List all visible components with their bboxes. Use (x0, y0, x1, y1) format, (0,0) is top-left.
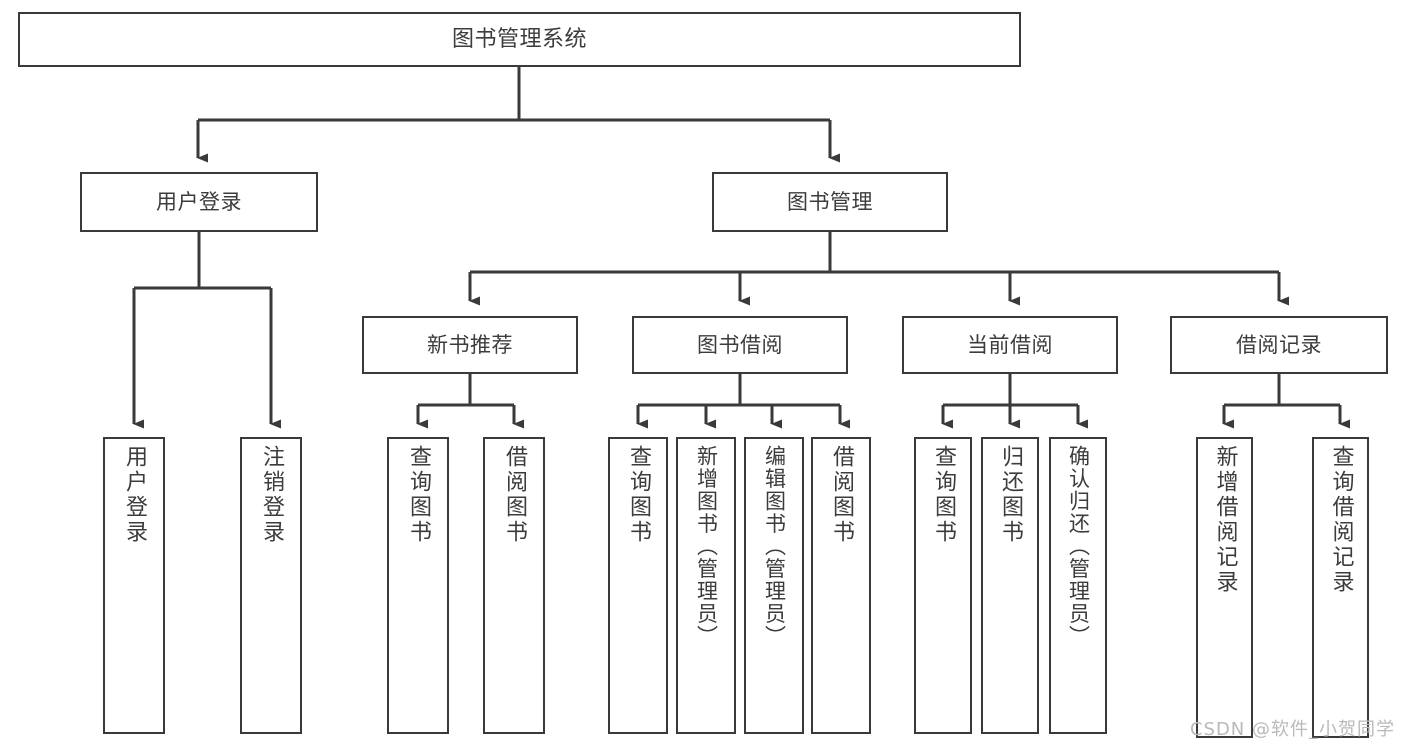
leaf-edit-book-admin[interactable]: 编辑图书（管理员） (744, 437, 804, 734)
leaf-user-login[interactable]: 用户登录 (103, 437, 165, 734)
leaf-borrow-book-newbook[interactable]: 借阅图书 (483, 437, 545, 734)
node-label: 查询图书 (406, 445, 431, 545)
node-label: 图书管理系统 (451, 26, 587, 52)
leaf-add-borrow-record[interactable]: 新增借阅记录 (1196, 437, 1253, 738)
node-label: 当前借阅 (967, 332, 1053, 357)
node-current-borrow[interactable]: 当前借阅 (902, 316, 1118, 374)
node-label: 新增图书（管理员） (694, 445, 719, 648)
leaf-return-book[interactable]: 归还图书 (981, 437, 1039, 734)
node-label: 编辑图书（管理员） (762, 445, 787, 648)
node-label: 查询图书 (626, 445, 651, 545)
leaf-logout-login[interactable]: 注销登录 (240, 437, 302, 734)
node-label: 新增借阅记录 (1212, 445, 1238, 595)
node-label: 借阅图书 (829, 445, 854, 545)
node-label: 用户登录 (156, 189, 242, 214)
node-label: 查询图书 (931, 445, 956, 545)
csdn-watermark: CSDN @软件_小贺同学 (1189, 719, 1395, 740)
leaf-add-book-admin[interactable]: 新增图书（管理员） (676, 437, 736, 734)
node-label: 用户登录 (122, 445, 147, 545)
node-label: 图书管理 (787, 189, 873, 214)
node-book-management[interactable]: 图书管理 (712, 172, 948, 232)
node-label: 图书借阅 (697, 332, 783, 357)
node-label: 借阅图书 (502, 445, 527, 545)
node-label: 确认归还（管理员） (1066, 445, 1091, 648)
node-label: 查询借阅记录 (1328, 445, 1354, 595)
leaf-query-book-current[interactable]: 查询图书 (914, 437, 972, 734)
node-borrow-record[interactable]: 借阅记录 (1170, 316, 1388, 374)
node-label: 借阅记录 (1236, 332, 1322, 357)
leaf-query-borrow-record[interactable]: 查询借阅记录 (1312, 437, 1369, 738)
node-book-borrow[interactable]: 图书借阅 (632, 316, 848, 374)
leaf-query-book-newbook[interactable]: 查询图书 (387, 437, 449, 734)
node-label: 归还图书 (998, 445, 1023, 545)
node-root-system[interactable]: 图书管理系统 (18, 12, 1021, 67)
leaf-borrow-book-borrow[interactable]: 借阅图书 (811, 437, 871, 734)
node-label: 注销登录 (259, 445, 284, 545)
node-new-book-recommend[interactable]: 新书推荐 (362, 316, 578, 374)
leaf-confirm-return-admin[interactable]: 确认归还（管理员） (1049, 437, 1107, 734)
leaf-query-book-borrow[interactable]: 查询图书 (608, 437, 668, 734)
node-user-login[interactable]: 用户登录 (80, 172, 318, 232)
node-label: 新书推荐 (427, 332, 513, 357)
